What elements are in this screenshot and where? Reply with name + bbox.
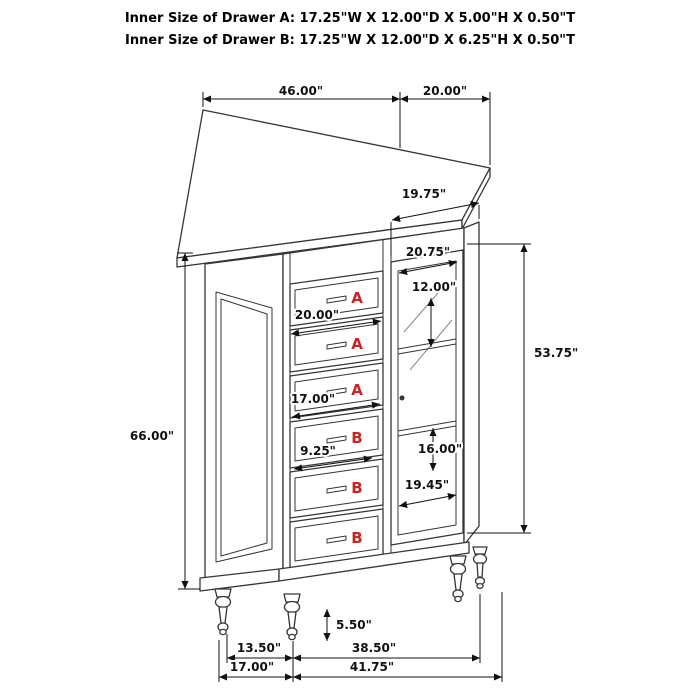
dim-leg-height-label: 5.50" (336, 618, 372, 632)
leg-bulb (449, 562, 467, 576)
drawer-letter: A (351, 381, 363, 399)
dim-door-height-label: 53.75" (534, 346, 578, 360)
door-outer-frame (390, 249, 464, 546)
leg-front-right (449, 555, 467, 603)
drawer-inner-panel (294, 369, 379, 412)
drawer-inner-panel (294, 415, 379, 462)
dimension-door-glass-width: 20.75" (398, 243, 458, 276)
leg-cap (283, 593, 301, 603)
leg-stem (476, 562, 484, 578)
drawer-handle (326, 341, 347, 350)
glass-reflection-line (403, 285, 445, 333)
leg-bulb (283, 600, 301, 614)
dim-bottom-left-outer-label: 17.00" (230, 660, 274, 674)
drawer-handle (326, 295, 347, 304)
dimension-line (291, 401, 381, 420)
leg-back-left (214, 588, 232, 636)
dimension-line (398, 493, 457, 508)
leg-cap (449, 555, 467, 565)
dimension-line (391, 201, 480, 222)
dimension-top-width: 46.00" (203, 82, 400, 103)
drawer-front (289, 270, 384, 327)
leg-stem (287, 611, 297, 629)
door-knob (399, 395, 405, 401)
dim-overall-height-label: 66.00" (130, 429, 174, 443)
leg-cap (214, 588, 232, 598)
dimension-top-depth: 20.00" (400, 82, 490, 103)
leg-tip (288, 633, 296, 641)
legs (214, 546, 488, 641)
drawer-handle (326, 435, 347, 444)
side-panel-recess-outer (215, 291, 273, 563)
drawer-letter: B (351, 479, 362, 497)
leg-stem (218, 606, 228, 624)
dimension-line (398, 259, 458, 276)
drawer-a-spec-text: Inner Size of Drawer A: 17.25"W X 12.00"… (124, 11, 576, 26)
dim-top-width-label: 46.00" (279, 84, 323, 98)
dimension-drawer-depth: 9.25" (293, 442, 373, 472)
drawer-b-spec-text: Inner Size of Drawer B: 17.25"W X 12.00"… (125, 33, 575, 49)
right-side-edge (463, 221, 480, 546)
drawer-a1: A (289, 270, 384, 327)
dimension-door-width-top: 19.75" (391, 185, 480, 222)
dimension-door-glass-width-bottom: 19.45" (398, 476, 457, 508)
base-molding-front (278, 541, 470, 582)
dimension-bottom-left-inner: 13.50" (227, 639, 293, 662)
dim-door-glass-width-label: 20.75" (406, 245, 450, 259)
glass-door (390, 249, 464, 546)
dim-shelf-space-lower-label: 16.00" (418, 442, 462, 456)
dim-shelf-space-upper-label: 12.00" (412, 280, 456, 294)
base-molding (199, 541, 470, 592)
dim-bottom-left-inner-label: 13.50" (237, 641, 281, 655)
dim-top-depth-label: 20.00" (423, 84, 467, 98)
drawer-letter: B (351, 529, 362, 547)
dimension-bottom-right-outer: 41.75" (293, 658, 502, 681)
drawer-b3: B (289, 508, 384, 569)
dim-bottom-right-inner-label: 38.50" (352, 641, 396, 655)
drawer-inner-panel (294, 277, 379, 320)
dim-drawer-depth-label: 9.25" (300, 444, 336, 458)
dimension-line (293, 455, 373, 472)
drawer-letter: B (351, 429, 362, 447)
spec-header: Inner Size of Drawer A: 17.25"W X 12.00"… (0, 8, 700, 52)
dim-bottom-right-outer-label: 41.75" (350, 660, 394, 674)
dimension-bottom-right-inner: 38.50" (293, 639, 480, 662)
leg-bulb (214, 595, 232, 609)
dimension-drawer-inner-width: 17.00" (289, 390, 381, 420)
dim-door-glass-width-bottom-label: 19.45" (405, 478, 449, 492)
left-side-panel (204, 253, 284, 581)
dimension-shelf-space-lower: 16.00" (416, 428, 464, 471)
drawer-letter: A (351, 335, 363, 353)
drawer-b2: B (289, 458, 384, 519)
dimension-shelf-space-upper: 12.00" (410, 278, 458, 347)
drawer-letter: A (351, 289, 363, 307)
shelf-lower (397, 420, 457, 437)
drawer-handle (326, 485, 347, 494)
leg-tip (454, 595, 462, 603)
dimension-leg-height: 5.50" (323, 609, 374, 641)
drawer-inner-panel (294, 515, 379, 562)
leg-tip (476, 582, 484, 590)
dim-drawer-width-label: 20.00" (295, 308, 339, 322)
leg-tip (219, 628, 227, 636)
dimension-overall-height: 66.00" (128, 253, 189, 589)
leg-cap (472, 546, 488, 555)
drawer-b1: B (289, 408, 384, 469)
leg-back-right (472, 546, 488, 590)
side-panel-face (204, 253, 284, 581)
drawer-handle (326, 387, 347, 396)
dimension-drawer-width: 20.00" (290, 306, 382, 337)
dim-door-width-top-label: 19.75" (402, 187, 446, 201)
shelf-upper (397, 338, 457, 355)
leg-stem (453, 573, 463, 591)
leg-front-left (283, 593, 301, 641)
dimension-bottom-left-outer: 17.00" (219, 658, 293, 681)
dim-drawer-inner-width-label: 17.00" (291, 392, 335, 406)
drawer-handle (326, 535, 347, 544)
side-panel-recess-inner (220, 298, 268, 557)
dimension-line (290, 318, 382, 337)
dimension-door-height: 53.75" (520, 244, 580, 533)
